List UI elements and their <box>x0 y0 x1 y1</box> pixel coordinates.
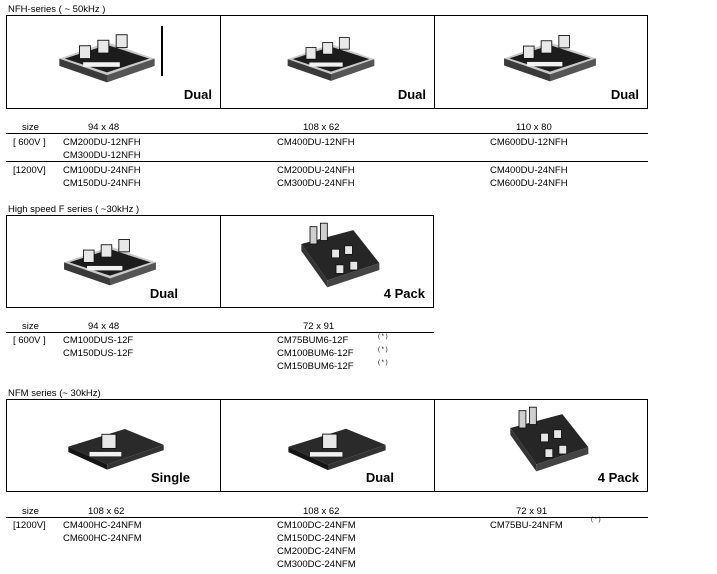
section-title: NFH-series ( ~ 50kHz ) <box>8 4 106 15</box>
part-number: CM400DU-24NFH <box>490 165 568 176</box>
product-caption: 4 Pack <box>383 286 425 301</box>
part-number: CM400DU-12NFH <box>277 137 355 148</box>
product-cell: Dual <box>7 216 220 307</box>
product-caption: Dual <box>365 470 394 485</box>
part-number: CM600DU-24NFH <box>490 178 568 189</box>
size-value: 94 x 48 <box>88 321 120 332</box>
part-number: CM200DU-24NFH <box>277 165 355 176</box>
section-title: High speed F series ( ~30kHz ) <box>8 204 140 215</box>
dual-module-image <box>283 412 391 476</box>
part-number: CM75BU-24NFM <box>490 520 563 531</box>
size-value: 108 x 62 <box>88 506 125 517</box>
size-label: size <box>22 321 39 332</box>
product-cell: 4 Pack <box>434 400 647 491</box>
part-number: CM100DU-24NFH <box>63 165 141 176</box>
part-number: CM100DC-24NFM <box>277 520 356 531</box>
size-label: size <box>22 506 39 517</box>
size-label: size <box>22 122 39 133</box>
part-number: CM200DU-12NFH <box>63 137 141 148</box>
note-mark: ( * ) <box>591 517 601 523</box>
note-mark: ( * ) <box>378 360 388 366</box>
part-number: CM600DU-12NFH <box>490 137 568 148</box>
size-value: 72 x 91 <box>516 506 548 517</box>
section-title: NFM series (~ 30kHz) <box>8 388 101 399</box>
size-value: 108 x 62 <box>303 122 340 133</box>
dual-module-image <box>57 226 163 290</box>
product-image-table: Dual Dual Dual <box>6 15 648 109</box>
voltage-label: [ 600V ] <box>13 137 46 148</box>
divider <box>6 332 434 333</box>
product-image-table: Dual 4 Pack <box>6 215 434 308</box>
part-number: CM100DUS-12F <box>63 335 134 346</box>
voltage-label: [1200V] <box>13 165 46 176</box>
dual-module-image <box>52 20 162 88</box>
divider <box>6 517 648 518</box>
size-value: 110 x 80 <box>516 122 552 133</box>
product-cell: Single <box>7 400 220 491</box>
part-number: CM150BUM6-12F <box>277 361 354 372</box>
product-cell: Dual <box>434 16 647 108</box>
divider <box>6 133 648 134</box>
part-number: CM150DC-24NFM <box>277 533 356 544</box>
voltage-label: [1200V] <box>13 520 46 531</box>
four-pack-module-image <box>283 218 389 296</box>
dual-module-image <box>281 24 381 86</box>
part-number: CM300DU-12NFH <box>63 150 141 161</box>
note-mark: ( * ) <box>378 347 388 353</box>
part-number: CM150DU-24NFH <box>63 178 141 189</box>
part-number: CM75BUM6-12F <box>277 335 349 346</box>
product-caption: Dual <box>183 87 212 102</box>
product-caption: 4 Pack <box>597 470 639 485</box>
part-number: CM150DUS-12F <box>63 348 134 359</box>
part-number: CM300DU-24NFH <box>277 178 355 189</box>
divider <box>161 26 163 76</box>
part-number: CM600HC-24NFM <box>63 533 142 544</box>
product-caption: Dual <box>397 87 426 102</box>
product-image-table: Single Dual 4 Pack <box>6 399 648 492</box>
product-caption: Dual <box>149 286 178 301</box>
part-number: CM200DC-24NFM <box>277 546 356 557</box>
product-caption: Single <box>150 470 190 485</box>
product-cell: Dual <box>220 16 434 108</box>
size-value: 94 x 48 <box>88 122 120 133</box>
part-number: CM400HC-24NFM <box>63 520 142 531</box>
voltage-label: [ 600V ] <box>13 335 46 346</box>
product-cell: 4 Pack <box>220 216 433 307</box>
size-value: 108 x 62 <box>303 506 340 517</box>
single-module-image <box>63 412 169 476</box>
product-cell: Dual <box>7 16 220 108</box>
part-number: CM300DC-24NFM <box>277 559 356 570</box>
product-cell: Dual <box>220 400 434 491</box>
note-mark: ( * ) <box>378 334 388 340</box>
divider <box>6 161 648 162</box>
product-caption: Dual <box>610 87 639 102</box>
dual-module-image <box>497 22 603 86</box>
four-pack-module-image <box>493 402 597 480</box>
size-value: 72 x 91 <box>303 321 335 332</box>
part-number: CM100BUM6-12F <box>277 348 354 359</box>
